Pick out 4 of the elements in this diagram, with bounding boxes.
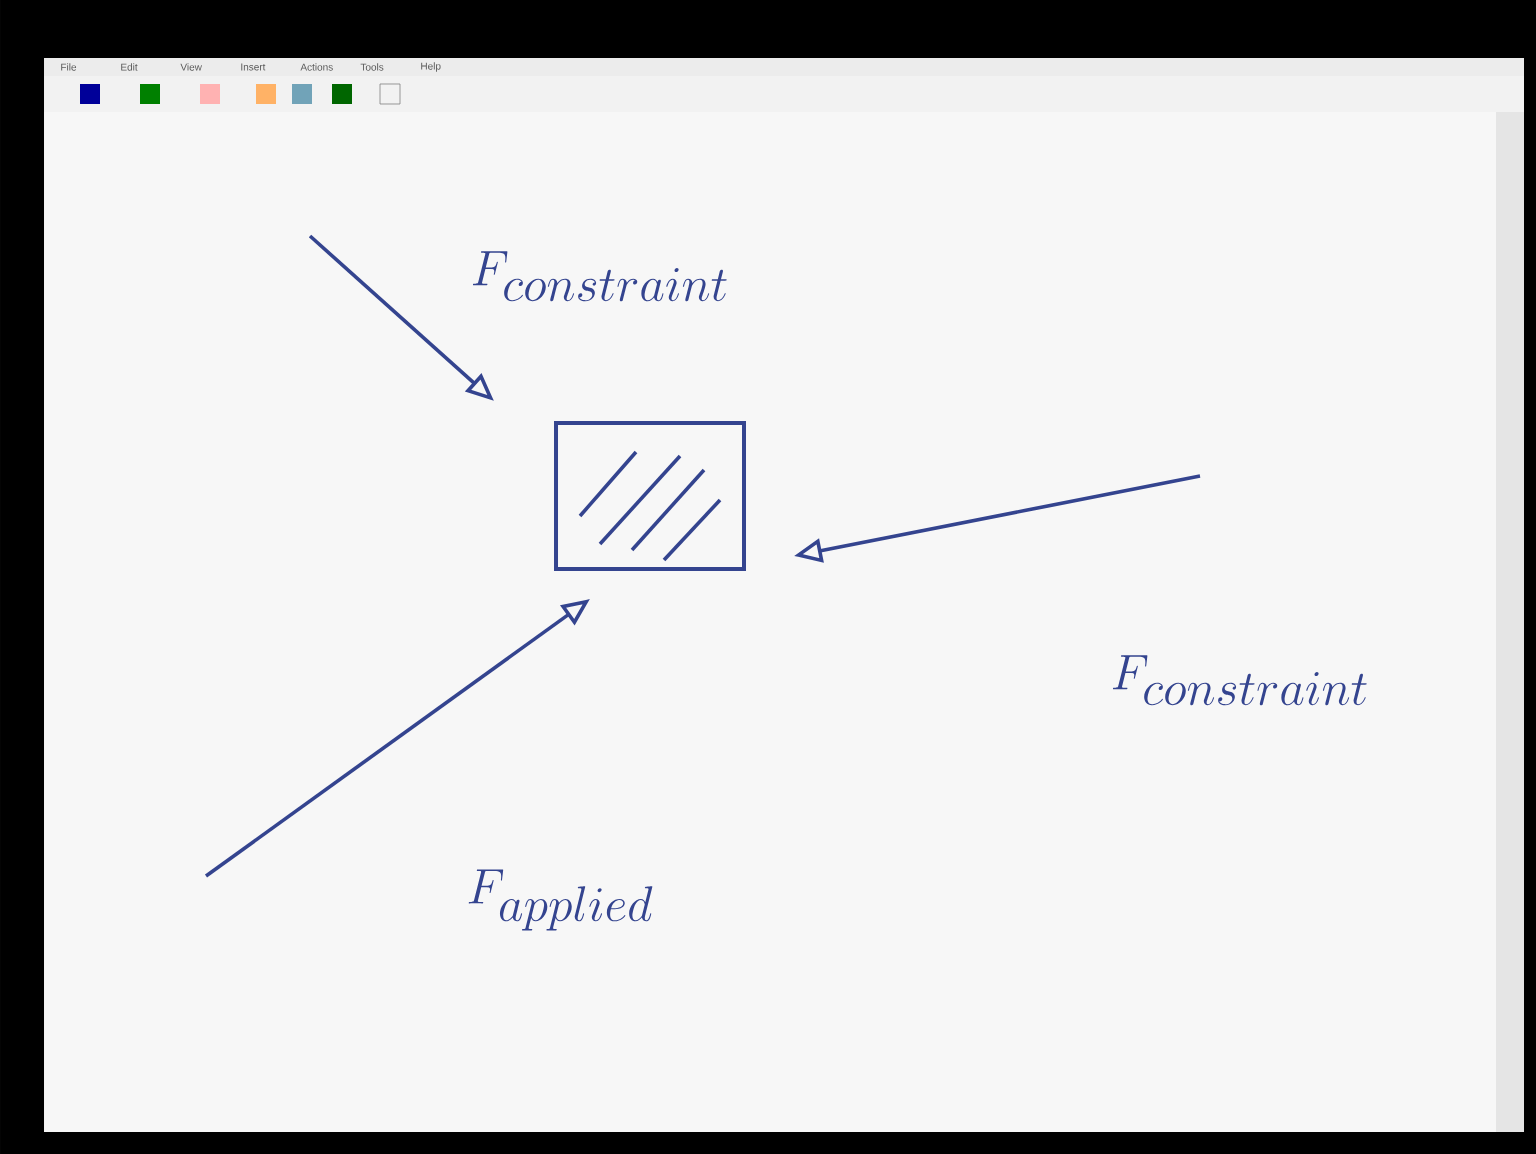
force-label: $F_{applied}$ bbox=[468, 869, 653, 931]
force-label: $F_{constraint}$ bbox=[472, 251, 727, 302]
hatched-box bbox=[554, 421, 746, 571]
force-label: $F_{constraint}$ bbox=[1112, 655, 1367, 706]
